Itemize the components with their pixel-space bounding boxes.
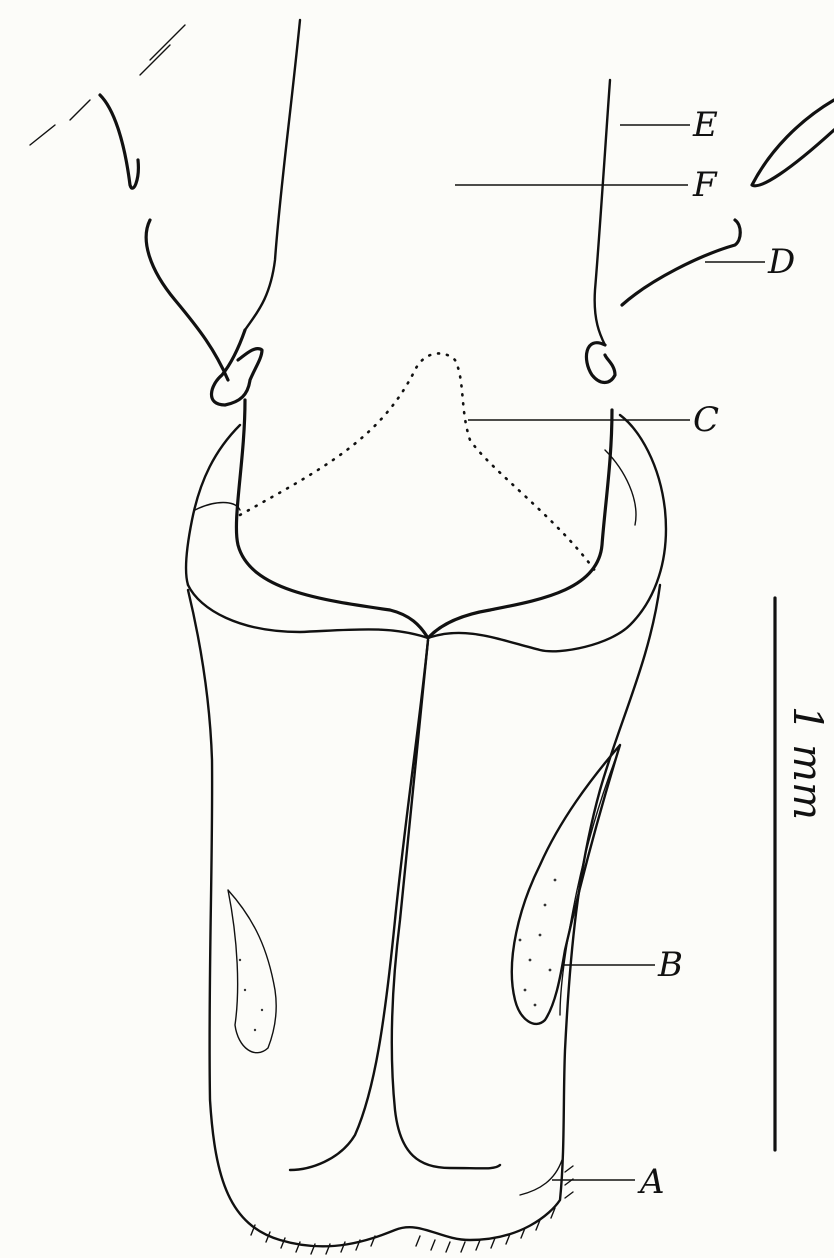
label-c: C — [693, 403, 719, 437]
label-a: A — [640, 1165, 665, 1199]
faint-marks — [30, 25, 185, 145]
lateral-spots — [228, 745, 620, 1053]
bottom-hatching — [251, 1166, 573, 1254]
scale-bar-label: 1 mm — [784, 706, 830, 820]
label-b: B — [658, 948, 683, 982]
upper-stalk — [245, 20, 610, 345]
label-e: E — [693, 108, 718, 142]
dotted-outline — [240, 353, 598, 575]
label-f: F — [693, 168, 717, 202]
leader-lines — [455, 125, 765, 1180]
central-bulb — [236, 400, 612, 638]
left-hooks — [100, 95, 262, 405]
side-lobes — [186, 415, 666, 651]
main-plate — [188, 585, 660, 1246]
label-d: D — [768, 245, 795, 279]
